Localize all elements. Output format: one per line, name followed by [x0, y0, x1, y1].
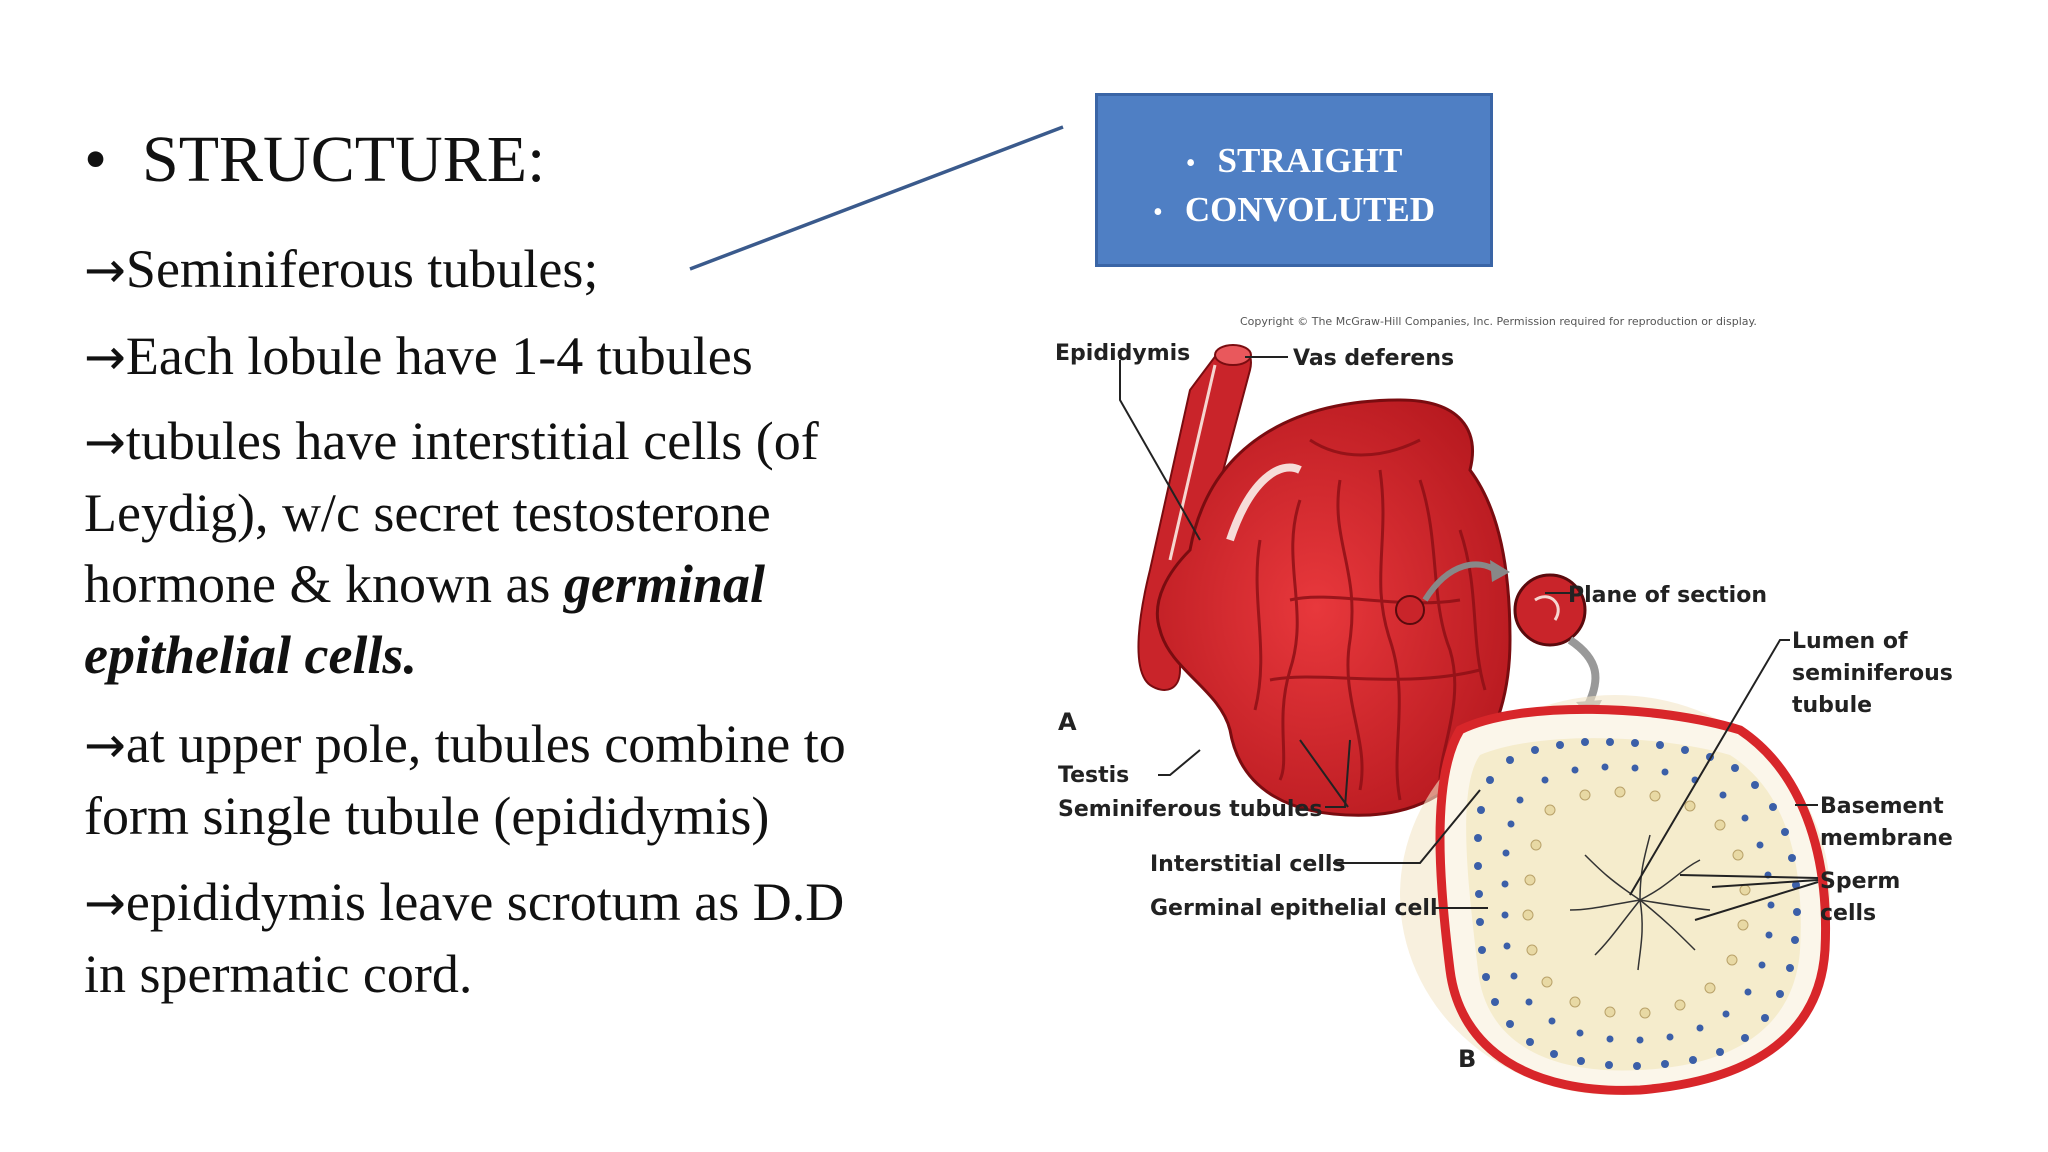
label-basement-line1: Basement — [1820, 794, 1944, 819]
callout-item-straight: •STRAIGHT — [1185, 141, 1403, 180]
point-lobule-tubules: →Each lobule have 1-4 tubules — [84, 326, 753, 386]
testis-body — [1155, 398, 1512, 817]
label-lumen-line1: Lumen of — [1792, 629, 1908, 654]
label-basement-line2: membrane — [1820, 826, 1953, 851]
label-sperm-line2: cells — [1820, 901, 1876, 926]
tubule-cross-section — [1400, 695, 1831, 1095]
arrow-icon: → — [84, 874, 126, 932]
point-upper-pole: →at upper pole, tubules combine to form … — [84, 714, 846, 846]
point-interstitial-cells: →tubules have interstitial cells (of Ley… — [84, 406, 984, 691]
label-vas-deferens: Vas deferens — [1293, 346, 1454, 371]
arrow-icon: → — [84, 716, 126, 774]
label-testis: Testis — [1058, 763, 1129, 788]
section-arrow — [1567, 636, 1600, 707]
label-lumen-line2: seminiferous — [1792, 661, 1953, 686]
label-lumen-line3: tubule — [1792, 693, 1872, 718]
arrow-icon: → — [84, 328, 126, 386]
label-seminiferous-tubules: Seminiferous tubules — [1058, 797, 1322, 822]
point-seminiferous-tubules: →Seminiferous tubules; — [84, 239, 599, 299]
copyright-text: Copyright © The McGraw-Hill Companies, I… — [1240, 315, 1757, 328]
arrow-icon: → — [84, 413, 126, 471]
callout-box: •STRAIGHT •CONVOLUTED — [1095, 93, 1493, 267]
leader-lines — [1119, 356, 1819, 921]
label-epididymis: Epididymis — [1055, 341, 1190, 366]
callout-item-convoluted: •CONVOLUTED — [1153, 190, 1435, 229]
title-text: STRUCTURE: — [142, 123, 546, 196]
title-bullet: • — [84, 123, 108, 196]
testis-diagram-svg: Copyright © The McGraw-Hill Companies, I… — [1055, 315, 1953, 1095]
label-panel-b: B — [1458, 1045, 1476, 1073]
testis-diagram: Copyright © The McGraw-Hill Companies, I… — [1040, 310, 2040, 1100]
label-plane-of-section: Plane of section — [1568, 583, 1767, 608]
point-epididymis-leave: →epididymis leave scrotum as D.D in sper… — [84, 872, 845, 1004]
emphasis-text: epithelial cells. — [84, 625, 417, 685]
arrow-icon: → — [84, 241, 126, 299]
zoom-arrow — [1422, 561, 1497, 602]
slide-title: • STRUCTURE: — [84, 120, 545, 199]
label-interstitial-cells: Interstitial cells — [1150, 852, 1346, 877]
label-germinal-epithelial-cell: Germinal epithelial cell — [1150, 896, 1437, 921]
label-sperm-line1: Sperm — [1820, 869, 1900, 894]
label-panel-a: A — [1058, 708, 1077, 736]
emphasis-text: germinal — [563, 554, 765, 614]
